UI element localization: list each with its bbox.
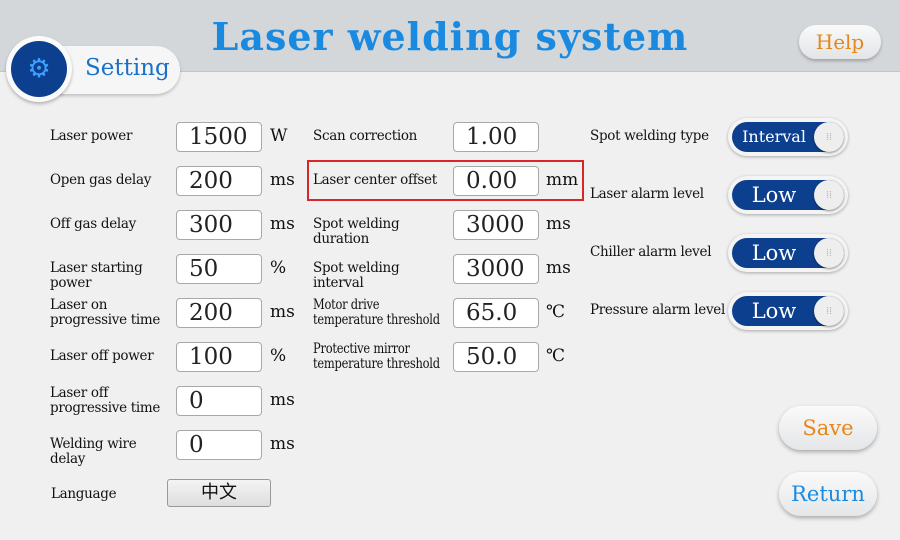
field-label: Laser off power [50, 348, 154, 364]
field-unit: ms [546, 214, 571, 234]
gears-icon: ⚙ [11, 41, 67, 97]
field-input[interactable]: 200 [176, 166, 262, 196]
selected-field-highlight [307, 160, 584, 201]
field-label: Spot welding duration [313, 216, 400, 247]
field-input[interactable]: 50 [176, 254, 262, 284]
field-unit: % [270, 346, 287, 366]
field-unit: ms [546, 258, 571, 278]
field-label: Off gas delay [50, 216, 136, 232]
field-unit: ms [270, 214, 295, 234]
toggle-label: Laser alarm level [590, 186, 704, 202]
field-input[interactable]: 200 [176, 298, 262, 328]
toggle-label: Chiller alarm level [590, 244, 712, 260]
field-unit: ℃ [546, 302, 566, 322]
toggle-value: Low [751, 241, 797, 265]
toggle-knob-icon[interactable]: ⁞⁞ [814, 238, 844, 268]
field-label: Spot welding interval [313, 260, 400, 291]
toggle-value: Low [751, 183, 797, 207]
return-button[interactable]: Return [779, 472, 877, 516]
field-label: Scan correction [313, 128, 418, 144]
toggle-label: Spot welding type [590, 128, 709, 144]
language-button[interactable]: 中文 [167, 479, 271, 507]
field-unit: ms [270, 390, 295, 410]
field-label: Open gas delay [50, 172, 152, 188]
language-label: Language [51, 486, 117, 502]
app-title: Laser welding system [211, 14, 689, 59]
level-toggle[interactable]: Low ⁞⁞ [728, 234, 848, 272]
field-unit: ms [270, 302, 295, 322]
field-unit: ℃ [546, 346, 566, 366]
field-unit: ms [270, 170, 295, 190]
field-unit: mm [546, 170, 579, 190]
field-input[interactable]: 3000 [453, 254, 539, 284]
field-input[interactable]: 300 [176, 210, 262, 240]
field-input[interactable]: 0 [176, 386, 262, 416]
field-input[interactable]: 0.00 [453, 166, 539, 196]
field-unit: % [270, 258, 287, 278]
field-label: Motor drive temperature threshold [313, 297, 440, 328]
help-button[interactable]: Help [799, 25, 881, 59]
level-toggle[interactable]: Interval ⁞⁞ [728, 118, 848, 156]
toggle-value: Low [751, 299, 797, 323]
field-label: Laser on progressive time [50, 297, 161, 328]
toggle-knob-icon[interactable]: ⁞⁞ [814, 180, 844, 210]
field-label: Laser off progressive time [50, 385, 161, 416]
field-input[interactable]: 100 [176, 342, 262, 372]
field-label: Welding wire delay [50, 436, 137, 467]
toggle-value: Interval [742, 127, 806, 146]
field-label: Laser center offset [313, 172, 437, 188]
toggle-knob-icon[interactable]: ⁞⁞ [814, 122, 844, 152]
page-label: Setting [85, 55, 170, 81]
level-toggle[interactable]: Low ⁞⁞ [728, 292, 848, 330]
field-input[interactable]: 1500 [176, 122, 262, 152]
field-input[interactable]: 65.0 [453, 298, 539, 328]
toggle-label: Pressure alarm level [590, 302, 726, 318]
field-unit: ms [270, 434, 295, 454]
field-input[interactable]: 50.0 [453, 342, 539, 372]
field-unit: W [270, 126, 288, 146]
toggle-knob-icon[interactable]: ⁞⁞ [814, 296, 844, 326]
field-label: Laser starting power [50, 260, 143, 291]
field-label: Laser power [50, 128, 133, 144]
field-input[interactable]: 1.00 [453, 122, 539, 152]
level-toggle[interactable]: Low ⁞⁞ [728, 176, 848, 214]
field-label: Protective mirror temperature threshold [313, 341, 440, 372]
save-button[interactable]: Save [779, 406, 877, 450]
setting-badge: ⚙ [6, 36, 72, 102]
field-input[interactable]: 0 [176, 430, 262, 460]
field-input[interactable]: 3000 [453, 210, 539, 240]
